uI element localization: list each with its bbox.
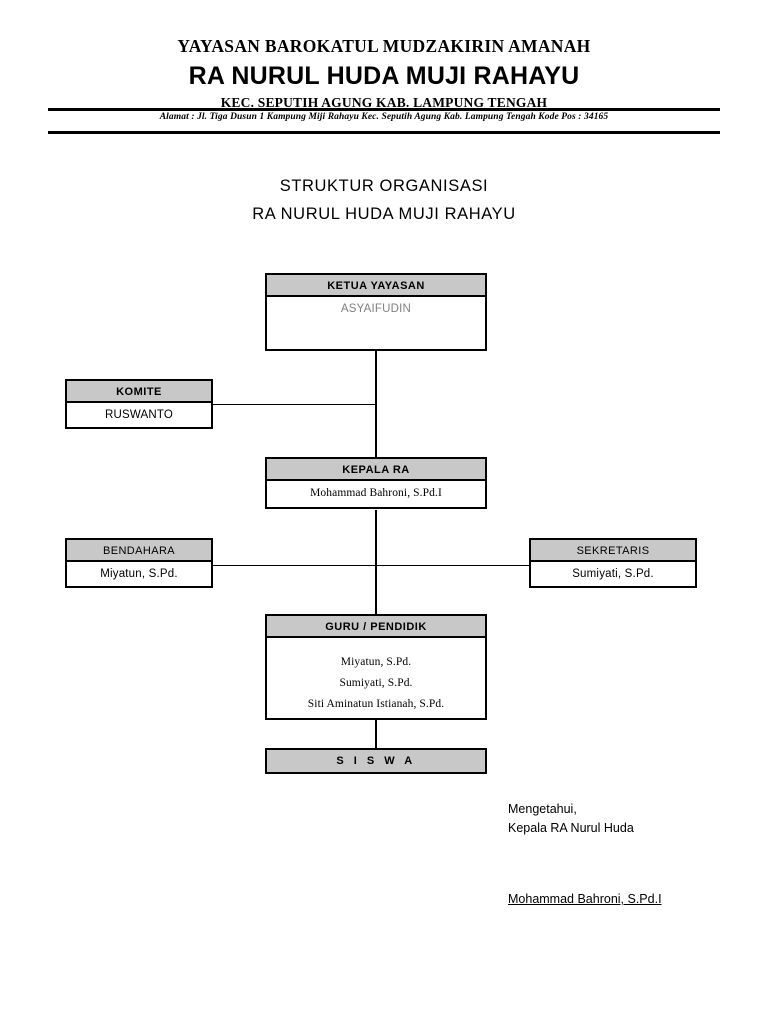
node-guru-pendidik[interactable]: GURU / PENDIDIK Miyatun, S.Pd. Sumiyati,…	[265, 614, 487, 720]
node-sekretaris-name: Sumiyati, S.Pd.	[572, 568, 654, 580]
school-name: RA NURUL HUDA MUJI RAHAYU	[188, 62, 580, 90]
node-komite[interactable]: KOMITE RUSWANTO	[65, 379, 213, 429]
foundation-name: YAYASAN BAROKATUL MUDZAKIRIN AMANAH	[177, 36, 591, 56]
node-bendahara[interactable]: BENDAHARA Miyatun, S.Pd.	[65, 538, 213, 588]
node-guru-pendidik-body: Miyatun, S.Pd. Sumiyati, S.Pd. Siti Amin…	[267, 638, 485, 715]
node-kepala-ra-title: KEPALA RA	[267, 459, 485, 481]
header-rule-bottom	[48, 131, 720, 134]
chart-title-line-2: RA NURUL HUDA MUJI RAHAYU	[252, 205, 516, 223]
letterhead: YAYASAN BAROKATUL MUDZAKIRIN AMANAH RA N…	[0, 0, 768, 134]
chart-title-line-1: STRUKTUR ORGANISASI	[279, 177, 489, 195]
node-sekretaris[interactable]: SEKRETARIS Sumiyati, S.Pd.	[529, 538, 697, 588]
node-siswa-title: S I S W A	[267, 750, 485, 772]
node-ketua-yayasan-name: ASYAIFUDIN	[340, 303, 412, 315]
header-rule-top	[48, 108, 720, 111]
node-ketua-yayasan-title: KETUA YAYASAN	[267, 275, 485, 297]
address-line: Alamat : Jl. Tiga Dusun 1 Kampung Miji R…	[159, 112, 609, 122]
signature-role: Kepala RA Nurul Huda	[508, 821, 634, 835]
guru-name: Miyatun, S.Pd.	[340, 656, 412, 668]
connector-guru-to-siswa	[375, 719, 377, 749]
node-komite-body: RUSWANTO	[67, 403, 211, 427]
node-bendahara-body: Miyatun, S.Pd.	[67, 562, 211, 586]
connector-komite-to-trunk	[211, 404, 377, 405]
node-kepala-ra-name: Mohammad Bahroni, S.Pd.I	[310, 487, 442, 499]
node-ketua-yayasan[interactable]: KETUA YAYASAN ASYAIFUDIN	[265, 273, 487, 351]
node-kepala-ra[interactable]: KEPALA RA Mohammad Bahroni, S.Pd.I	[265, 457, 487, 509]
node-bendahara-title: BENDAHARA	[67, 540, 211, 562]
node-bendahara-name: Miyatun, S.Pd.	[100, 568, 178, 580]
node-komite-title: KOMITE	[67, 381, 211, 403]
connector-kepala-to-guru	[375, 510, 377, 615]
signature-block: Mengetahui, Kepala RA Nurul Huda Mohamma…	[508, 800, 662, 909]
connector-bendahara-sekretaris	[211, 565, 530, 566]
node-ketua-yayasan-body: ASYAIFUDIN	[267, 297, 485, 321]
chart-heading: STRUKTUR ORGANISASI RA NURUL HUDA MUJI R…	[0, 172, 768, 228]
node-kepala-ra-body: Mohammad Bahroni, S.Pd.I	[267, 481, 485, 505]
node-siswa[interactable]: S I S W A	[265, 748, 487, 774]
guru-name: Sumiyati, S.Pd.	[339, 677, 413, 689]
signature-mengetahui: Mengetahui,	[508, 802, 577, 816]
guru-name: Siti Aminatun Istianah, S.Pd.	[307, 698, 445, 710]
node-sekretaris-body: Sumiyati, S.Pd.	[531, 562, 695, 586]
node-guru-pendidik-title: GURU / PENDIDIK	[267, 616, 485, 638]
node-sekretaris-title: SEKRETARIS	[531, 540, 695, 562]
district-name: KEC. SEPUTIH AGUNG KAB. LAMPUNG TENGAH	[220, 95, 548, 110]
node-komite-name: RUSWANTO	[104, 409, 174, 421]
signature-name: Mohammad Bahroni, S.Pd.I	[508, 892, 662, 906]
